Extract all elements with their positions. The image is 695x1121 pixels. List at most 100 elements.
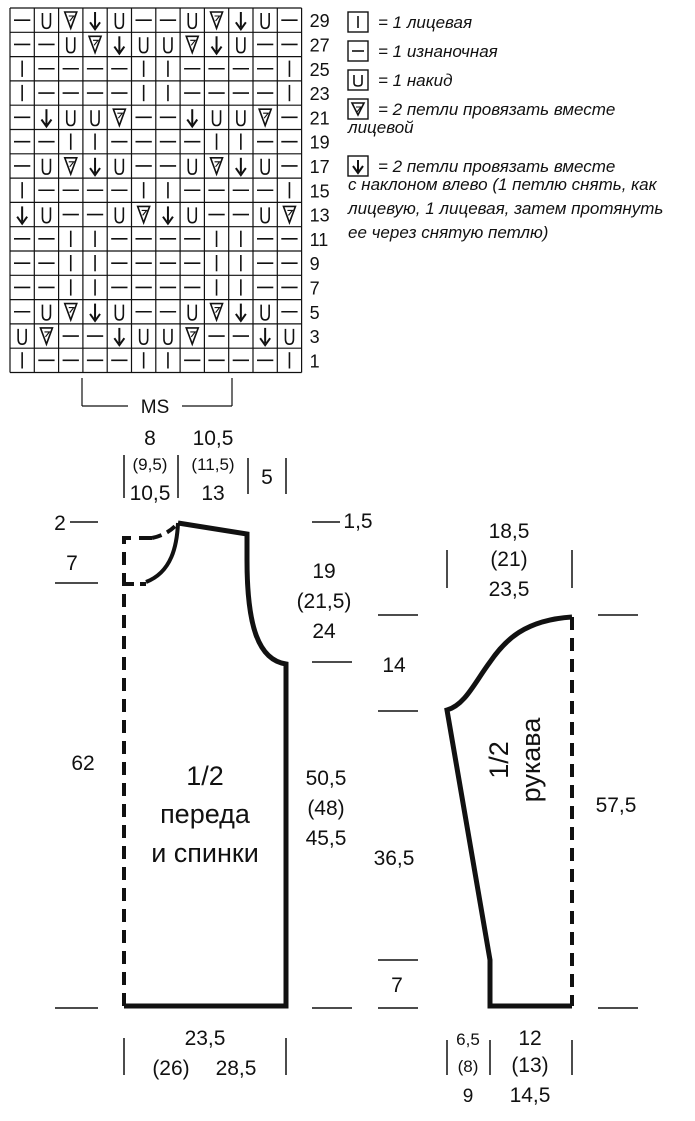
armhole-size-c: 24	[312, 620, 336, 643]
legend-text: = 1 накид	[378, 71, 453, 90]
k2tog-symbol	[258, 108, 273, 128]
ssk-arrow-symbol	[186, 109, 199, 129]
ssk-arrow-symbol	[235, 12, 247, 32]
ssk-arrow-symbol	[352, 160, 364, 175]
body-title-3: и спинки	[151, 838, 259, 868]
row-label: 17	[310, 157, 330, 177]
top-mid-size-a: 10,5	[193, 427, 234, 450]
center-fold-line	[122, 536, 152, 1006]
row-label: 25	[310, 60, 330, 80]
row-label: 9	[310, 254, 320, 274]
ssk-arrow-symbol	[210, 36, 223, 56]
k2tog-symbol	[136, 205, 151, 226]
sleeve-title-1: 1/2	[484, 741, 514, 779]
yarn-over-symbol	[163, 37, 173, 54]
neck-front-depth: 7	[66, 552, 78, 575]
sleeve-cap-height: 14	[382, 654, 406, 677]
repeat-label: MS	[141, 397, 170, 418]
yarn-over-symbol	[211, 110, 222, 127]
body-width-b: (26)	[152, 1057, 189, 1080]
yarn-over-symbol	[17, 328, 27, 346]
neck-back-depth: 2	[54, 512, 66, 535]
legend-swatch	[347, 40, 369, 62]
row-label: 1	[310, 351, 320, 371]
row-label: 7	[310, 278, 320, 298]
k2tog-symbol	[112, 108, 127, 128]
cuff-height: 7	[391, 974, 403, 997]
yarn-over-symbol	[236, 37, 246, 54]
ssk-arrow-symbol	[40, 109, 53, 129]
yarn-over-symbol	[114, 158, 125, 175]
body-pattern: 8 (9,5) 10,5 10,5 (11,5) 13 5 2 7 1,5 19…	[54, 427, 372, 1080]
side-seam-b: (48)	[307, 797, 344, 820]
legend-text: = 1 лицевая	[378, 13, 472, 32]
cuff-left-a: 6,5	[456, 1030, 480, 1049]
yarn-over-symbol	[41, 158, 52, 175]
legend-text-cont: ее через снятую петлю)	[348, 223, 548, 242]
yarn-over-symbol	[114, 13, 125, 30]
k2tog-symbol	[63, 157, 78, 177]
row-label: 29	[310, 11, 330, 31]
sleeve-top-width-a: 18,5	[489, 520, 530, 543]
k2tog-symbol	[350, 102, 366, 117]
sleeve-pattern: 18,5 (21) 23,5 14 36,5 7 57,5 1/2 рукава…	[374, 520, 638, 1107]
top-left-size-c: 10,5	[130, 482, 171, 505]
row-label: 13	[310, 206, 330, 226]
yarn-over-symbol	[284, 328, 295, 346]
yarn-over-symbol	[353, 75, 363, 87]
legend-swatch	[347, 69, 369, 91]
cuff-left-b: (8)	[458, 1057, 479, 1076]
stitch-chart	[9, 7, 303, 374]
legend-swatch	[347, 98, 369, 120]
top-left-size-a: 8	[144, 427, 156, 450]
row-label: 5	[310, 303, 320, 323]
yarn-over-symbol	[138, 37, 149, 54]
yarn-over-symbol	[260, 13, 270, 30]
cuff-right-c: 14,5	[510, 1084, 551, 1107]
yarn-over-symbol	[65, 110, 76, 127]
legend: = 1 лицевая = 1 изнаночная = 1 накид = 2 пе…	[347, 11, 663, 242]
body-title-2: переда	[160, 799, 251, 829]
yarn-over-symbol	[163, 328, 173, 346]
top-mid-size-b: (11,5)	[191, 455, 234, 474]
yarn-over-symbol	[41, 304, 52, 321]
sleeve-top-width-b: (21)	[490, 548, 527, 571]
row-label: 27	[310, 35, 330, 55]
ssk-arrow-symbol	[16, 206, 28, 226]
k2tog-symbol	[209, 157, 224, 177]
yarn-over-symbol	[260, 207, 270, 224]
shoulder-drop: 1,5	[343, 510, 372, 533]
legend-swatch	[347, 11, 369, 33]
sleeve-seam-length: 36,5	[374, 847, 415, 870]
side-seam-c: 45,5	[306, 827, 347, 850]
ssk-arrow-symbol	[113, 327, 126, 347]
back-neck-curve	[151, 521, 180, 540]
yarn-over-symbol	[260, 158, 270, 175]
yarn-over-symbol	[260, 304, 270, 321]
k2tog-symbol	[63, 302, 78, 323]
yarn-over-symbol	[114, 304, 125, 321]
row-label: 3	[310, 327, 320, 347]
legend-text: = 2 петли провязать вместе	[378, 100, 615, 119]
k2tog-symbol	[282, 205, 297, 226]
k2tog-symbol	[63, 11, 78, 31]
ssk-arrow-symbol	[113, 36, 126, 56]
yarn-over-symbol	[114, 207, 125, 224]
cuff-left-c: 9	[463, 1086, 474, 1107]
ssk-arrow-symbol	[162, 206, 174, 226]
legend-text: = 1 изнаночная	[378, 42, 498, 61]
row-label: 19	[310, 133, 330, 153]
armhole-size-a: 19	[312, 560, 335, 583]
cuff-right-a: 12	[518, 1027, 541, 1050]
row-label: 21	[310, 108, 330, 128]
repeat-bracket	[81, 378, 233, 407]
k2tog-symbol	[209, 11, 224, 31]
yarn-over-symbol	[187, 207, 198, 224]
ssk-arrow-symbol	[235, 303, 247, 323]
body-total-length: 62	[71, 752, 94, 775]
yarn-over-symbol	[65, 37, 76, 54]
k2tog-symbol	[185, 35, 200, 55]
body-outline	[124, 520, 289, 1009]
cuff-right-b: (13)	[511, 1054, 548, 1077]
